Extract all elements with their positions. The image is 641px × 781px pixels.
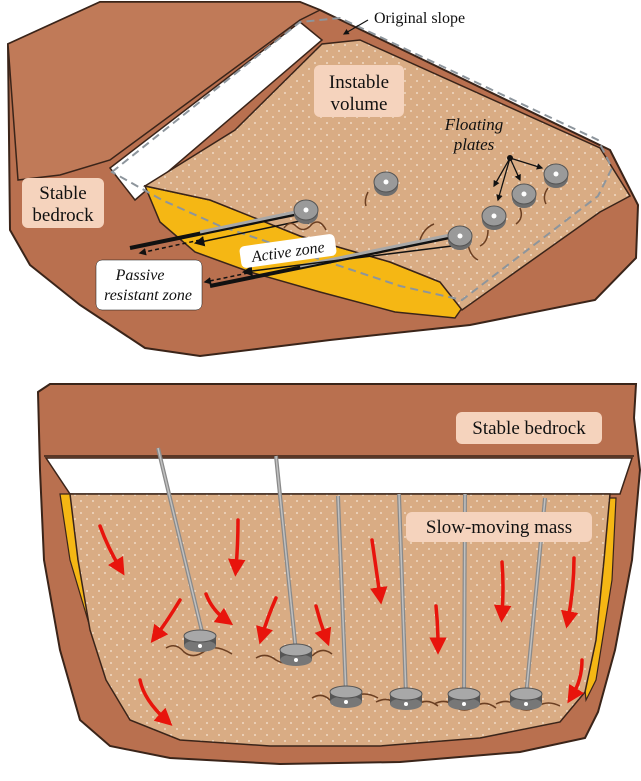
bottom-scarp — [46, 458, 632, 494]
passive-zone-label-2: resistant zone — [104, 287, 192, 304]
slow-moving-mass-label: Slow-moving mass — [426, 517, 572, 538]
instable-volume-label-2: volume — [331, 94, 388, 115]
bottom-stable-bedrock-label: Stable bedrock — [472, 418, 586, 439]
passive-zone-label-1: Passive — [115, 267, 165, 284]
instable-volume-label-1: Instable — [329, 72, 389, 93]
movement-arrow — [236, 520, 238, 568]
floating-plates-label-1: Floating — [444, 115, 504, 134]
movement-arrow — [502, 562, 503, 614]
bottom-diagram: Stable bedrock Slow-moving mass — [38, 384, 640, 764]
top-stable-bedrock-label-2: bedrock — [32, 205, 94, 226]
floating-plates-label-2: plates — [453, 135, 495, 154]
original-slope-label: Original slope — [374, 10, 465, 27]
movement-arrow — [436, 606, 438, 646]
top-diagram: Original slope Instable volume Floating … — [8, 2, 638, 356]
top-stable-bedrock-label-1: Stable — [39, 183, 87, 204]
